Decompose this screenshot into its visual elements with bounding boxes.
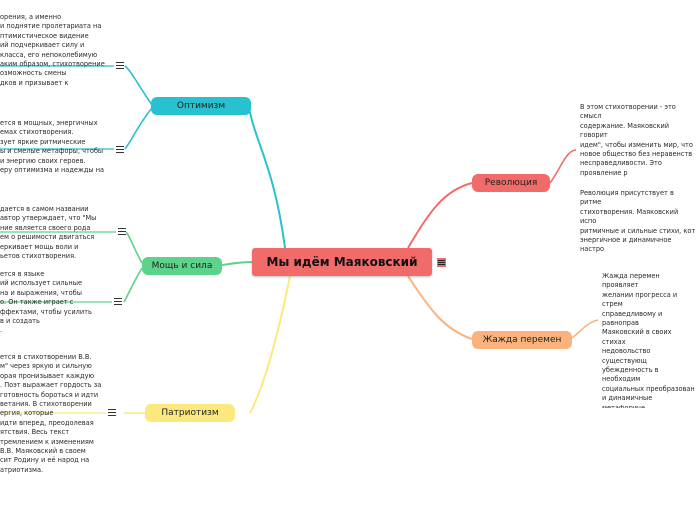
branch-revolution-label: Революция — [484, 178, 538, 188]
note-optimism-1: орения, а именно и поднятие пролетариата… — [0, 13, 105, 87]
link-revolution — [407, 182, 473, 249]
branch-revolution[interactable]: Революция — [472, 174, 550, 192]
branch-patriotism[interactable]: Патриотизм — [145, 404, 235, 422]
branch-thirst-label: Жажда перемен — [482, 335, 562, 345]
note-power-2: ется в языке ий использует сильные на и … — [0, 270, 92, 335]
note-menu-icon[interactable] — [116, 146, 124, 153]
link-power-note-2 — [123, 267, 143, 303]
link-power-note-1 — [125, 231, 143, 264]
central-topic[interactable]: Мы идём Маяковский — [252, 248, 432, 276]
note-menu-icon[interactable] — [116, 62, 124, 69]
note-menu-icon[interactable] — [108, 409, 116, 416]
branch-patriotism-label: Патриотизм — [161, 408, 219, 418]
central-topic-label: Мы идём Маяковский — [266, 255, 418, 269]
link-revolution-notes — [549, 149, 577, 184]
note-power-1: дается в самом названии автор утверждает… — [0, 205, 97, 261]
link-thirst — [407, 275, 473, 340]
link-optimism-note-2 — [124, 107, 153, 150]
note-menu-icon[interactable] — [114, 298, 122, 305]
link-optimism-note-1 — [124, 65, 153, 106]
link-thirst-note — [571, 319, 599, 339]
link-optimism — [249, 111, 286, 249]
note-thirst-1: Жажда перемен проявляет желании прогресс… — [602, 272, 695, 408]
branch-optimism-label: Оптимизм — [176, 101, 226, 111]
branch-thirst-for-change[interactable]: Жажда перемен — [472, 331, 572, 349]
note-optimism-2: ется в мощных, энергичных емах стихотвор… — [0, 119, 105, 175]
note-revolution-1: В этом стихотворении - это смысл содержа… — [580, 103, 693, 179]
branch-optimism[interactable]: Оптимизм — [151, 97, 251, 115]
branch-power[interactable]: Мощь и сила — [142, 257, 222, 275]
note-patriotism-1: ется в стихотворении В.В. м" через яркую… — [0, 353, 102, 474]
link-patriotism — [249, 275, 291, 414]
note-revolution-2: Революция присутствует в ритме стихотвор… — [580, 189, 696, 255]
note-menu-icon[interactable] — [118, 228, 126, 235]
branch-power-label: Мощь и сила — [151, 261, 213, 271]
central-menu-icon[interactable] — [437, 258, 446, 267]
